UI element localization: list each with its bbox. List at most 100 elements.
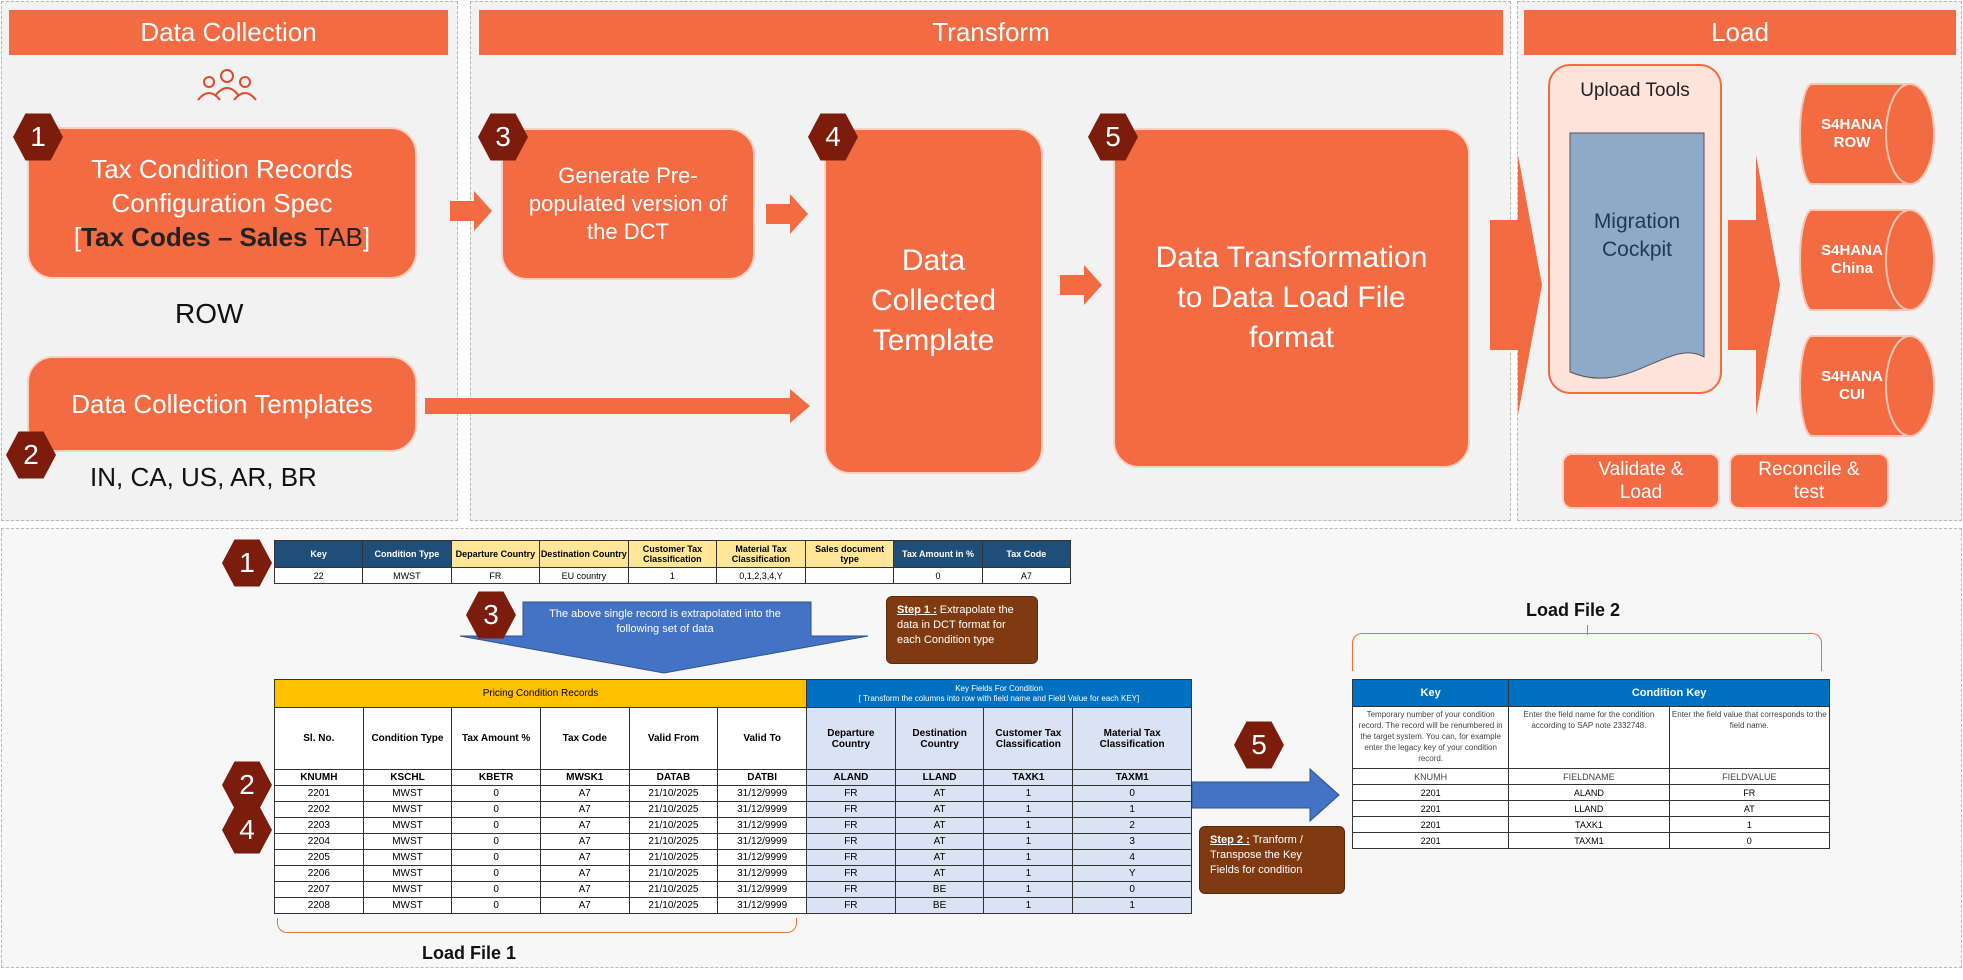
table-cell: A7	[539, 849, 630, 866]
lf2-bracket-peak	[1587, 625, 1588, 635]
table-cell: MWST	[362, 897, 453, 914]
table-cell: 31/12/9999	[717, 897, 808, 914]
reconcile-test-box: Reconcile & test	[1729, 453, 1889, 509]
dct-h-cust: Customer Tax Classification	[627, 540, 718, 568]
lf2-tech: FIELDVALUE	[1668, 768, 1831, 785]
load-file2-table: Key Condition Key Temporary number of yo…	[1351, 679, 1831, 849]
table-cell: AT	[894, 817, 985, 834]
data-transformation-box: Data Transformation to Data Load File fo…	[1113, 128, 1470, 468]
step2-callout: Step 2 : Tranform / Transpose the Key Fi…	[1199, 826, 1345, 894]
table-cell: FR	[806, 881, 896, 898]
target-label-cui: S4HANA CUI	[1821, 368, 1883, 403]
lf2-desc-row: Temporary number of your condition recor…	[1351, 706, 1831, 769]
lf1-tech: KNUMH	[274, 769, 364, 786]
dct-h-dep: Departure Country	[450, 540, 541, 568]
dct-cell: 22	[273, 567, 364, 584]
table-cell: 0	[451, 849, 541, 866]
table-cell: FR	[806, 817, 896, 834]
table-cell: 31/12/9999	[717, 849, 808, 866]
table-cell: MWST	[362, 801, 453, 818]
arrow-3-to-4	[766, 194, 808, 234]
table-cell: MWST	[362, 849, 453, 866]
table-cell: 21/10/2025	[628, 817, 719, 834]
section-header-collection: Data Collection	[9, 10, 448, 55]
table-cell: 2208	[274, 897, 364, 914]
lf2-desc: Temporary number of your condition recor…	[1351, 706, 1510, 769]
lf1-h: Material Tax Classification	[1072, 707, 1192, 770]
table-cell: 2204	[274, 833, 364, 850]
lf1-h: Destination Country	[894, 707, 985, 770]
table-cell: A7	[539, 817, 630, 834]
dct-h-tax: Tax Amount in %	[893, 540, 983, 568]
dct-data-row: 22 MWST FR EU country 1 0,1,2,3,4,Y 0 A7	[273, 567, 1072, 584]
dct-cell: MWST	[362, 567, 452, 584]
table-cell: 2201	[1351, 816, 1510, 833]
generate-dct-box: Generate Pre-populated version of the DC…	[501, 128, 755, 280]
lf1-tech: TAXK1	[983, 769, 1074, 786]
s1-line2: Configuration Spec	[111, 188, 333, 218]
table-cell: 21/10/2025	[628, 881, 719, 898]
dct-cell: 1	[627, 567, 718, 584]
table-cell: 21/10/2025	[628, 833, 719, 850]
table-cell: FR	[806, 801, 896, 818]
s1-line3: [Tax Codes – Sales TAB]	[73, 222, 371, 252]
dct-h-key: Key	[273, 540, 364, 568]
table-cell: 0	[451, 801, 541, 818]
table-cell: 0	[451, 881, 541, 898]
table-cell: 31/12/9999	[717, 785, 808, 802]
load-file1-label: Load File 1	[422, 943, 517, 963]
step2-title: Step 2 :	[1210, 834, 1250, 846]
lf1-tech: DATAB	[628, 769, 719, 786]
step1-text: Extrapolate the data in DCT format for e…	[897, 604, 1014, 646]
step2-text: Tranform / Transpose the Key Fields for …	[1210, 834, 1303, 876]
lf2-header-row: Key Condition Key	[1351, 679, 1830, 707]
lf1-tech: MWSK1	[539, 769, 630, 786]
row-label: ROW	[175, 298, 244, 329]
table-cell: ALAND	[1508, 784, 1670, 801]
table-cell: 1	[1072, 897, 1192, 914]
table-cell: 1	[983, 833, 1074, 850]
dct-cell: EU country	[539, 567, 629, 584]
table-cell: LLAND	[1508, 800, 1670, 817]
extrapolate-down-arrow	[459, 601, 869, 674]
dct-h-dest: Destination Country	[539, 540, 629, 568]
data-collection-templates-box: Data Collection Templates	[27, 356, 417, 452]
table-cell: 0	[451, 785, 541, 802]
step-badge-5: 5	[1088, 113, 1138, 161]
section-header-load: Load	[1524, 10, 1956, 55]
lf1-h: Customer Tax Classification	[983, 707, 1074, 770]
table-cell: 0	[1072, 881, 1192, 898]
dct-header-row: Key Condition Type Departure Country Des…	[273, 540, 1072, 568]
arrow-1-to-3	[450, 191, 492, 231]
lf1-tech-row: KNUMH KSCHL KBETR MWSK1 DATAB DATBI ALAN…	[274, 769, 1192, 786]
table-cell: 2201	[1351, 832, 1510, 849]
document-icon	[1569, 132, 1705, 379]
table-cell: 21/10/2025	[628, 801, 719, 818]
bottom-badge-5: 5	[1234, 721, 1284, 769]
lf1-group2: Key Fields For Condition [ Transform the…	[806, 679, 1192, 708]
table-cell: 1	[1668, 816, 1831, 833]
step1-callout: Step 1 : Extrapolate the data in DCT for…	[886, 596, 1038, 664]
s1-bold: Tax Codes – Sales	[81, 222, 308, 252]
table-cell: BE	[894, 897, 985, 914]
table-cell: 31/12/9999	[717, 833, 808, 850]
table-cell: 1	[983, 881, 1074, 898]
table-cell: 0	[451, 817, 541, 834]
table-cell: 4	[1072, 849, 1192, 866]
validate-load-box: Validate & Load	[1562, 453, 1720, 509]
table-cell: BE	[894, 881, 985, 898]
lf1-tech: TAXM1	[1072, 769, 1192, 786]
dct-h-condtype: Condition Type	[362, 540, 452, 568]
table-cell: 2201	[1351, 800, 1510, 817]
step1-title: Step 1 :	[897, 604, 937, 616]
table-cell: MWST	[362, 865, 453, 882]
table-cell: 31/12/9999	[717, 817, 808, 834]
lf1-h: Departure Country	[806, 707, 896, 770]
people-group-icon	[197, 69, 257, 101]
lf1-group2-line2: [ Transform the columns into row with fi…	[858, 693, 1140, 703]
